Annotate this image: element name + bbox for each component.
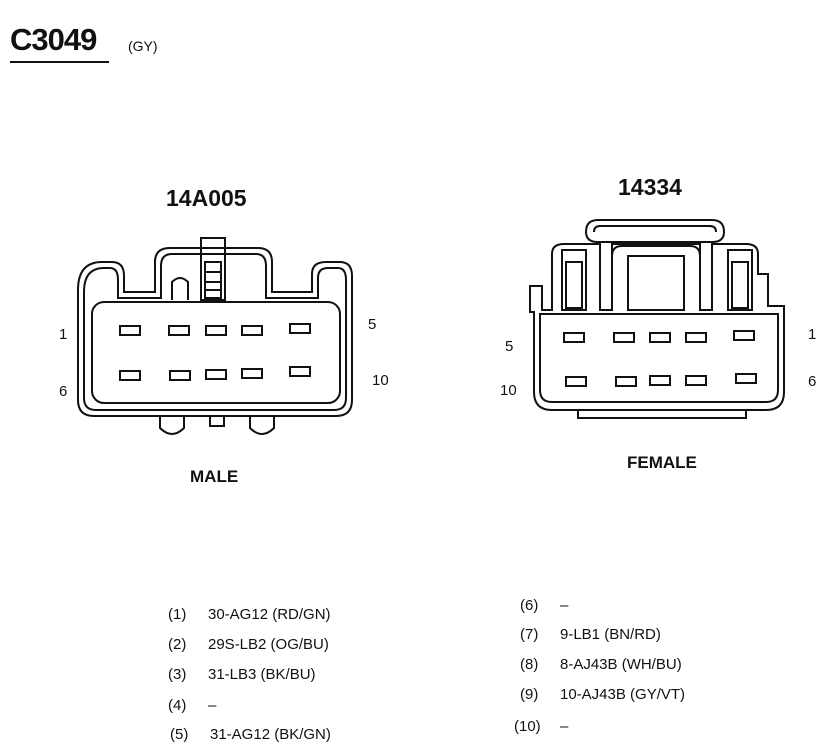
pinout-row: (2) 29S-LB2 (OG/BU) xyxy=(168,636,329,653)
pin-circuit: 10-AJ43B (GY/VT) xyxy=(560,686,686,703)
pin-circuit: 9-LB1 (BN/RD) xyxy=(560,626,661,643)
pin-number: (1) xyxy=(168,606,187,623)
pinout-row: (1) 30-AG12 (RD/GN) xyxy=(168,606,331,623)
pin-number: (10) xyxy=(514,718,541,735)
male-connector-drawing xyxy=(77,237,353,435)
pin-circuit: 31-AG12 (BK/GN) xyxy=(210,726,331,743)
pin-number: (2) xyxy=(168,636,187,653)
male-pin-cavities xyxy=(119,323,311,381)
male-part-number: 14A005 xyxy=(166,185,247,211)
title-underline xyxy=(10,61,109,63)
pin-circuit: 31-LB3 (BK/BU) xyxy=(208,666,316,683)
female-pin-label-6: 6 xyxy=(808,373,817,390)
pinout-row: (8) 8-AJ43B (WH/BU) xyxy=(520,656,682,673)
female-pin-cavities xyxy=(563,330,757,387)
female-view-label: FEMALE xyxy=(627,453,697,472)
male-pin-label-1: 1 xyxy=(59,326,68,343)
female-pin-label-5: 5 xyxy=(505,338,514,355)
pin-circuit: – xyxy=(560,718,569,735)
female-part-number: 14334 xyxy=(618,174,682,200)
pin-number: (6) xyxy=(520,597,539,614)
female-connector-drawing xyxy=(529,219,785,419)
connector-id: C3049 xyxy=(10,22,97,57)
pinout-row: (5) 31-AG12 (BK/GN) xyxy=(170,726,331,743)
pinout-row: (3) 31-LB3 (BK/BU) xyxy=(168,666,316,683)
pin-circuit: 30-AG12 (RD/GN) xyxy=(208,606,331,623)
male-pin-label-6: 6 xyxy=(59,383,68,400)
pin-circuit: – xyxy=(208,697,217,714)
female-pin-label-10: 10 xyxy=(500,382,517,399)
female-pin-label-1: 1 xyxy=(808,326,817,343)
pin-number: (5) xyxy=(170,726,189,743)
pinout-row: (4) – xyxy=(168,697,216,714)
pin-circuit: 29S-LB2 (OG/BU) xyxy=(208,636,329,653)
pinout-row: (7) 9-LB1 (BN/RD) xyxy=(520,626,661,643)
pin-circuit: – xyxy=(560,597,569,614)
male-view-label: MALE xyxy=(190,467,239,486)
pin-number: (4) xyxy=(168,697,187,714)
male-pin-label-10: 10 xyxy=(372,372,389,389)
pinout-row: (6) – xyxy=(520,597,568,614)
pin-number: (7) xyxy=(520,626,539,643)
pin-number: (3) xyxy=(168,666,187,683)
pin-number: (9) xyxy=(520,686,539,703)
male-pin-label-5: 5 xyxy=(368,316,377,333)
pinout-row: (10) – xyxy=(514,718,568,735)
connector-color-code: (GY) xyxy=(128,38,158,54)
pinout-row: (9) 10-AJ43B (GY/VT) xyxy=(520,686,685,703)
pin-circuit: 8-AJ43B (WH/BU) xyxy=(560,656,682,673)
pin-number: (8) xyxy=(520,656,539,673)
